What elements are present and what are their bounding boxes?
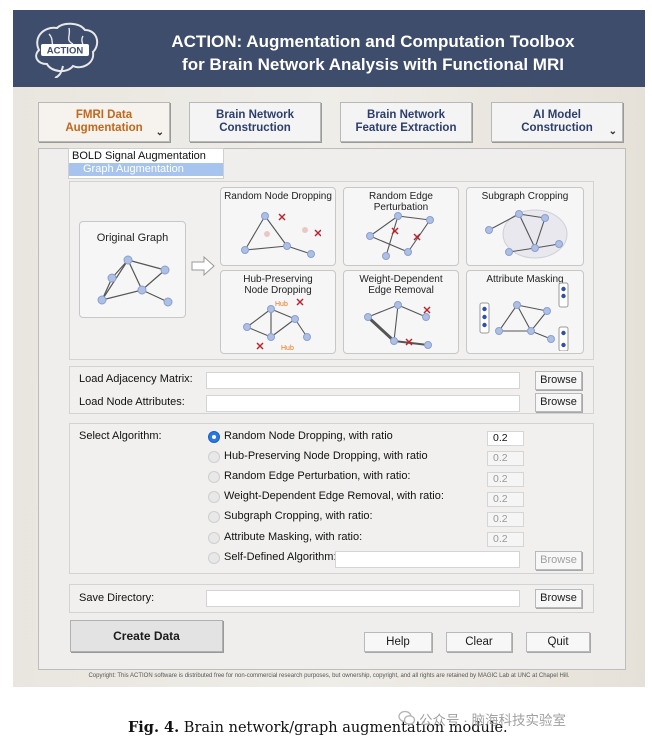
tab-label-line2: Augmentation [65, 122, 143, 134]
hub-label: Hub [281, 345, 294, 352]
tab-label-line1: Brain Network [367, 109, 445, 121]
select-algorithm-label: Select Algorithm: [79, 430, 162, 442]
app-title-line2: for Brain Network Analysis with Function… [182, 55, 564, 74]
ratio-input-weight-dependent[interactable]: 0.2 [487, 492, 524, 507]
brain-logo-icon: ACTION [35, 22, 99, 78]
weight-dependent-graph-icon [364, 301, 432, 349]
save-directory-label: Save Directory: [79, 592, 155, 604]
app-header: ACTION ACTION: Augmentation and Computat… [13, 10, 645, 87]
radio-random-edge-perturbation[interactable] [208, 471, 220, 483]
option-random-node-dropping[interactable]: Random Node Dropping, with ratio [224, 430, 393, 442]
option-weight-dependent-edge-removal[interactable]: Weight-Dependent Edge Removal, with rati… [224, 490, 444, 502]
card-attribute-masking: Attribute Masking [466, 270, 584, 354]
browse-self-defined-button[interactable]: Browse [535, 551, 582, 570]
card-subgraph-cropping: Subgraph Cropping [466, 187, 584, 266]
tab-label-line1: Brain Network [216, 109, 294, 121]
arrow-right-icon [191, 256, 215, 276]
card-hub-preserving-node-dropping: Hub-Preserving Node Dropping Hub Hub [220, 270, 336, 354]
attribute-masking-graph-icon [479, 282, 569, 351]
card-random-edge-perturbation: Random Edge Perturbation [343, 187, 459, 266]
option-hub-preserving-node-dropping[interactable]: Hub-Preserving Node Dropping, with ratio [224, 450, 428, 462]
chevron-down-icon[interactable]: ⌄ [608, 126, 617, 137]
radio-self-defined-algorithm[interactable] [208, 552, 220, 564]
radio-attribute-masking[interactable] [208, 532, 220, 544]
radio-subgraph-cropping[interactable] [208, 511, 220, 523]
logo-text: ACTION [47, 46, 84, 57]
load-node-attributes-label: Load Node Attributes: [79, 396, 185, 408]
tab-fmri-data-augmentation[interactable]: FMRI Data Augmentation ⌄ [38, 102, 170, 142]
browse-adjacency-button[interactable]: Browse [535, 371, 582, 390]
dropdown-option-graph-augmentation[interactable]: Graph Augmentation [69, 163, 223, 176]
random-edge-perturbation-graph-icon [366, 212, 434, 260]
radio-weight-dependent-edge-removal[interactable] [208, 491, 220, 503]
tab-brain-network-construction[interactable]: Brain Network Construction [189, 102, 321, 142]
help-button[interactable]: Help [364, 632, 432, 652]
self-defined-algorithm-path-field[interactable] [335, 551, 520, 568]
tab-label-line2: Feature Extraction [355, 122, 457, 134]
node-attributes-path-field[interactable] [206, 395, 520, 412]
load-adjacency-label: Load Adjacency Matrix: [79, 373, 193, 385]
watermark: 公众号 · 脑海科技实验室 [419, 713, 566, 728]
app-title-line1: ACTION: Augmentation and Computation Too… [171, 32, 575, 51]
radio-hub-preserving-node-dropping[interactable] [208, 451, 220, 463]
browse-node-attributes-button[interactable]: Browse [535, 393, 582, 412]
ratio-input-random-edge-perturbation[interactable]: 0.2 [487, 472, 524, 487]
tab-label-line1: AI Model [533, 109, 581, 121]
option-subgraph-cropping[interactable]: Subgraph Cropping, with ratio: [224, 510, 373, 522]
create-data-button[interactable]: Create Data [70, 620, 223, 652]
chevron-down-icon[interactable]: ⌄ [155, 127, 164, 138]
clear-button[interactable]: Clear [446, 632, 512, 652]
original-graph-label: Original Graph [96, 232, 169, 244]
tab-label-line1: FMRI Data [75, 109, 133, 121]
copyright-notice: Copyright: This ACTION software is distr… [88, 673, 570, 679]
ratio-input-attribute-masking[interactable]: 0.2 [487, 532, 524, 547]
card-label: Random Edge Perturbation [369, 191, 433, 213]
card-label: Weight-Dependent Edge Removal [359, 274, 443, 296]
adjacency-matrix-path-field[interactable] [206, 372, 520, 389]
original-graph-card: Original Graph [79, 221, 186, 318]
figure-caption: Fig. 4. Brain network/graph augmentation… [128, 719, 508, 736]
subgraph-cropping-graph-icon [485, 209, 568, 259]
card-random-node-dropping: Random Node Dropping [220, 187, 336, 266]
hub-preserving-graph-icon: Hub Hub [243, 298, 311, 352]
dropdown-option-bold-signal[interactable]: BOLD Signal Augmentation [72, 150, 206, 162]
ratio-input-subgraph-cropping[interactable]: 0.2 [487, 512, 524, 527]
wechat-icon [398, 710, 416, 725]
random-node-dropping-graph-icon [241, 212, 321, 258]
option-random-edge-perturbation[interactable]: Random Edge Perturbation, with ratio: [224, 470, 411, 482]
card-label: Hub-Preserving Node Dropping [243, 274, 313, 296]
original-graph-icon [97, 255, 173, 307]
save-directory-path-field[interactable] [206, 590, 520, 607]
tab-brain-network-feature-extraction[interactable]: Brain Network Feature Extraction [340, 102, 472, 142]
ratio-input-random-node-dropping[interactable]: 0.2 [487, 431, 524, 446]
tab-label-line2: Construction [219, 122, 291, 134]
card-label: Random Node Dropping [224, 191, 332, 202]
ratio-input-hub-preserving[interactable]: 0.2 [487, 451, 524, 466]
card-label: Attribute Masking [486, 274, 564, 285]
quit-button[interactable]: Quit [526, 632, 590, 652]
option-attribute-masking[interactable]: Attribute Masking, with ratio: [224, 531, 363, 543]
tab-ai-model-construction[interactable]: AI Model Construction ⌄ [491, 102, 623, 142]
browse-save-directory-button[interactable]: Browse [535, 589, 582, 608]
figure-number: Fig. 4. [128, 719, 180, 736]
figure-caption-text: Brain network/graph augmentation module. [183, 720, 508, 736]
card-label: Subgraph Cropping [481, 191, 569, 202]
tab-label-line2: Construction [521, 122, 593, 134]
radio-random-node-dropping[interactable] [208, 431, 220, 443]
card-weight-dependent-edge-removal: Weight-Dependent Edge Removal [343, 270, 459, 354]
hub-label: Hub [275, 301, 288, 308]
option-self-defined-algorithm[interactable]: Self-Defined Algorithm: [224, 551, 337, 563]
